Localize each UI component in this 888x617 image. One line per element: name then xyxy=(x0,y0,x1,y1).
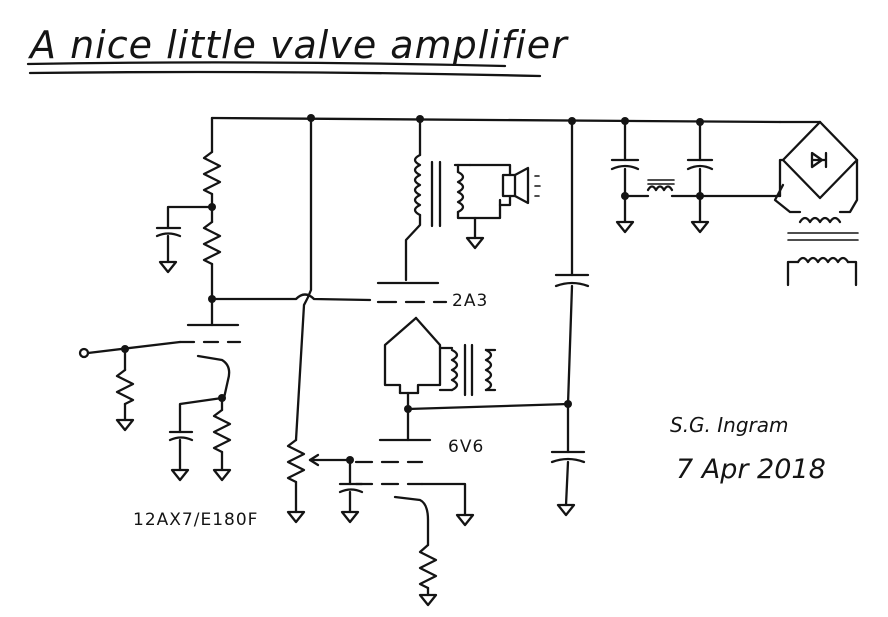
decoupling-capacitor xyxy=(155,205,214,274)
ground-symbol xyxy=(455,513,475,527)
driver-tube xyxy=(354,438,432,547)
grid-leak-resistor xyxy=(115,347,135,432)
output-transformer xyxy=(376,117,502,285)
cathode-bypass-wire xyxy=(178,396,224,434)
junction xyxy=(696,192,704,200)
mains-transformer xyxy=(786,216,859,287)
schematic-title: A nice little valve amplifier xyxy=(27,23,569,67)
driver-cathode-resistor xyxy=(418,543,438,607)
supply-coupling-chain xyxy=(550,119,590,517)
bridge-rectifier xyxy=(773,120,859,214)
interstage-transformer xyxy=(383,316,497,442)
cathode-resistor xyxy=(212,396,232,482)
preamp-tube xyxy=(178,298,242,400)
coupling-capacitor xyxy=(338,458,364,524)
screen-grid-wire xyxy=(420,482,467,517)
input-jack xyxy=(78,340,182,359)
title-underline-1 xyxy=(26,61,507,68)
preamp-to-output-grid-wire xyxy=(210,293,372,302)
cathode-bypass-capacitor xyxy=(168,430,194,482)
driver-plate-wire xyxy=(406,402,570,411)
author-signature: S.G. Ingram xyxy=(670,413,789,437)
volume-potentiometer xyxy=(286,438,352,524)
preamp-tube-label: 12AX7/E180F xyxy=(133,510,258,530)
b-plus-rail xyxy=(210,116,782,124)
cathode-feed-wire xyxy=(294,116,313,442)
power-supply-filter xyxy=(610,119,782,234)
drawing-date: 7 Apr 2018 xyxy=(676,454,826,485)
preamp-plate-load xyxy=(202,116,222,302)
junction xyxy=(621,192,629,200)
driver-tube-label: 6V6 xyxy=(448,437,484,457)
title-underline-2 xyxy=(28,70,542,78)
output-tube-label: 2A3 xyxy=(452,291,488,311)
speaker-icon xyxy=(468,163,541,207)
